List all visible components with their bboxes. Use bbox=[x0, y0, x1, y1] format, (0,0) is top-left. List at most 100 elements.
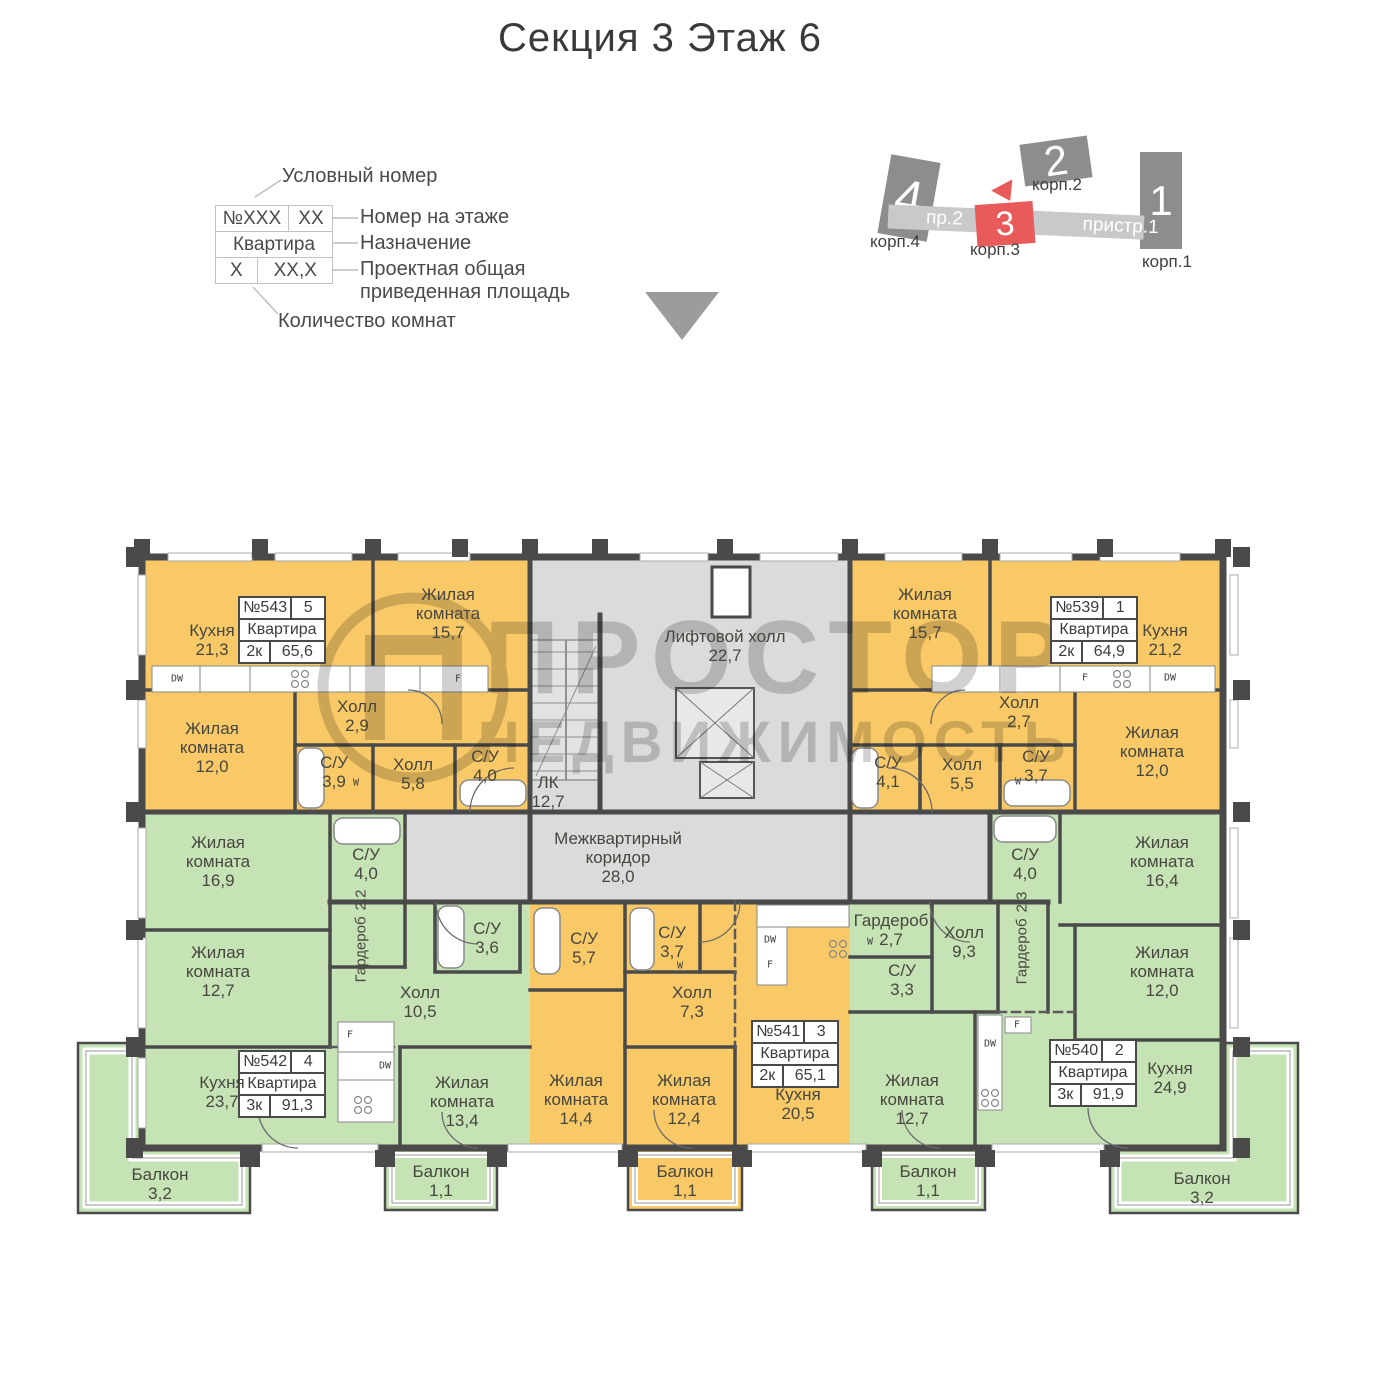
washer-label: W bbox=[352, 777, 360, 789]
scheme-building-4-label: корп.4 bbox=[870, 232, 920, 251]
apt-539-total-area: 64,9 bbox=[1080, 642, 1136, 662]
staircase bbox=[531, 639, 601, 781]
apt-541-floorpos: 3 bbox=[803, 1022, 837, 1042]
scheme-building-1-num: 1 bbox=[1149, 176, 1173, 224]
scheme-building-1: 1 bbox=[1140, 152, 1182, 249]
apt-540-purpose: Квартира bbox=[1058, 1064, 1128, 1081]
dishwasher-label: DW bbox=[378, 1060, 392, 1072]
bathtub-icons bbox=[297, 747, 1071, 975]
apt-540-floorpos: 2 bbox=[1101, 1041, 1135, 1061]
washer-label: W bbox=[1014, 776, 1022, 788]
apt-543-total-area: 65,6 bbox=[268, 642, 324, 662]
apt-541-purpose: Квартира bbox=[760, 1045, 830, 1062]
legend-box-area: XX,X bbox=[256, 258, 333, 283]
dishwasher-label: DW bbox=[1163, 672, 1177, 684]
dishwasher-label: DW bbox=[983, 1038, 997, 1050]
room-label: Гарде­роб2,2 bbox=[352, 889, 370, 983]
scheme-building-2-label: корп.2 bbox=[1032, 175, 1082, 194]
legend-label-area: Проектная общая приведенная площадь bbox=[360, 258, 571, 303]
watermark-logo-circle bbox=[317, 592, 509, 784]
dishwasher-label: DW bbox=[763, 934, 777, 946]
legend-box-purpose: Квартира bbox=[232, 234, 316, 255]
watermark-logo-glyph bbox=[365, 635, 462, 740]
legend-box-floorpos: XX bbox=[287, 206, 333, 231]
pilasters bbox=[126, 539, 1250, 1167]
apt-539-floorpos: 1 bbox=[1102, 598, 1136, 618]
scheme-band-right: пристр.1 bbox=[1082, 213, 1160, 239]
room-label: Гарде­роб2,3 bbox=[1013, 891, 1031, 985]
windows bbox=[137, 552, 1239, 1153]
fridge-label: F bbox=[454, 673, 462, 685]
apt-540-total-area: 91,9 bbox=[1079, 1085, 1135, 1105]
legend-label-number: Номер на этаже bbox=[360, 206, 510, 228]
dishwasher-label: DW bbox=[170, 673, 184, 685]
legend-box-rooms: X bbox=[229, 260, 243, 281]
legend-connector-lines bbox=[252, 179, 358, 315]
apt-541-number: №541 bbox=[756, 1023, 801, 1040]
apt-539-number: №539 bbox=[1055, 599, 1100, 616]
apt-543-rooms-count: 2к bbox=[246, 643, 263, 660]
fridge-label: F bbox=[1081, 672, 1089, 684]
scheme-building-3-label: корп.3 bbox=[970, 240, 1020, 259]
legend-callout-top: Условный номер bbox=[282, 165, 438, 187]
elevator-shafts bbox=[675, 565, 755, 799]
apt-539-rooms-count: 2к bbox=[1058, 643, 1075, 660]
watermark: ПРОСТОР НЕДВИЖИМОСТЬ bbox=[317, 592, 1065, 784]
scheme-building-3-num: 3 bbox=[994, 203, 1016, 244]
legend-triangle bbox=[645, 292, 719, 340]
page-title: Секция 3 Этаж 6 bbox=[497, 16, 823, 60]
apt-540-rooms-count: 3к bbox=[1057, 1086, 1074, 1103]
apt-540-number: №540 bbox=[1054, 1042, 1099, 1059]
scheme-band-left: пр.2 bbox=[925, 207, 964, 230]
apt-543-number: №543 bbox=[243, 599, 288, 616]
apt-542-floorpos: 4 bbox=[290, 1052, 324, 1072]
fridge-label: F bbox=[346, 1029, 354, 1041]
legend-label-purpose: Назначение bbox=[360, 232, 472, 254]
washer-label: W bbox=[676, 960, 684, 972]
balconies bbox=[76, 1041, 1300, 1215]
legend-box-number: №XXX bbox=[222, 208, 282, 229]
apt-543-purpose: Квартира bbox=[247, 621, 317, 638]
apt-542-purpose: Квартира bbox=[247, 1075, 317, 1092]
